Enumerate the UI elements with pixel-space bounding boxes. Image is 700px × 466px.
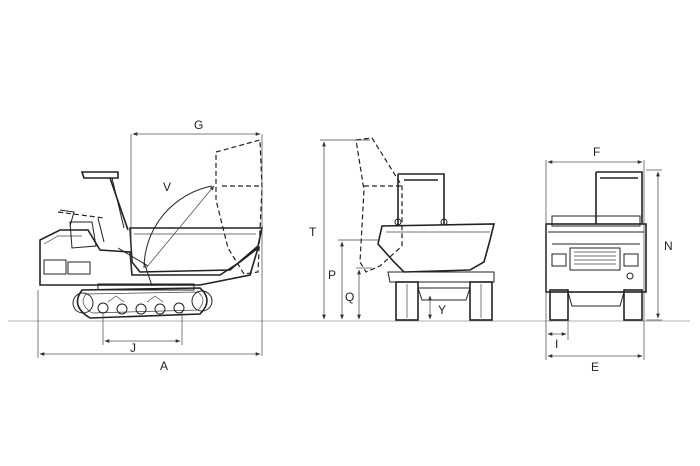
side-rops-frame: [80, 171, 129, 231]
side-view: [37, 132, 263, 358]
front-headlight-left: [551, 253, 567, 267]
dump-angle-arc: [143, 185, 213, 269]
front-rops-frame: [595, 171, 643, 224]
label-Q: Q: [345, 290, 354, 304]
label-A: A: [160, 359, 168, 373]
rear-rops-frame: [397, 173, 445, 226]
side-idler-wheel: [72, 292, 94, 314]
front-view: [545, 160, 662, 360]
label-G: G: [194, 118, 203, 132]
label-V: V: [163, 180, 171, 194]
label-J: J: [130, 341, 136, 355]
rear-view: [320, 137, 496, 321]
rear-dump-bed: [377, 223, 496, 273]
front-headlight-right: [623, 253, 639, 267]
front-track-right: [623, 289, 643, 321]
label-E: E: [591, 360, 599, 374]
side-sprocket-wheel: [191, 290, 213, 312]
side-dump-bed: [129, 227, 263, 273]
side-track: [76, 287, 208, 319]
side-dump-bed-raised: [215, 139, 263, 275]
rear-dump-bed-raised: [355, 137, 403, 273]
label-N: N: [664, 239, 673, 253]
front-body: [545, 223, 647, 293]
front-grille: [569, 247, 621, 271]
label-I: I: [555, 337, 558, 351]
side-chassis: [39, 229, 260, 286]
label-F: F: [593, 145, 600, 159]
label-Y: Y: [438, 303, 446, 317]
label-P: P: [328, 268, 336, 282]
label-T: T: [309, 225, 317, 239]
side-seat: [69, 221, 97, 249]
front-track-left: [549, 289, 569, 321]
